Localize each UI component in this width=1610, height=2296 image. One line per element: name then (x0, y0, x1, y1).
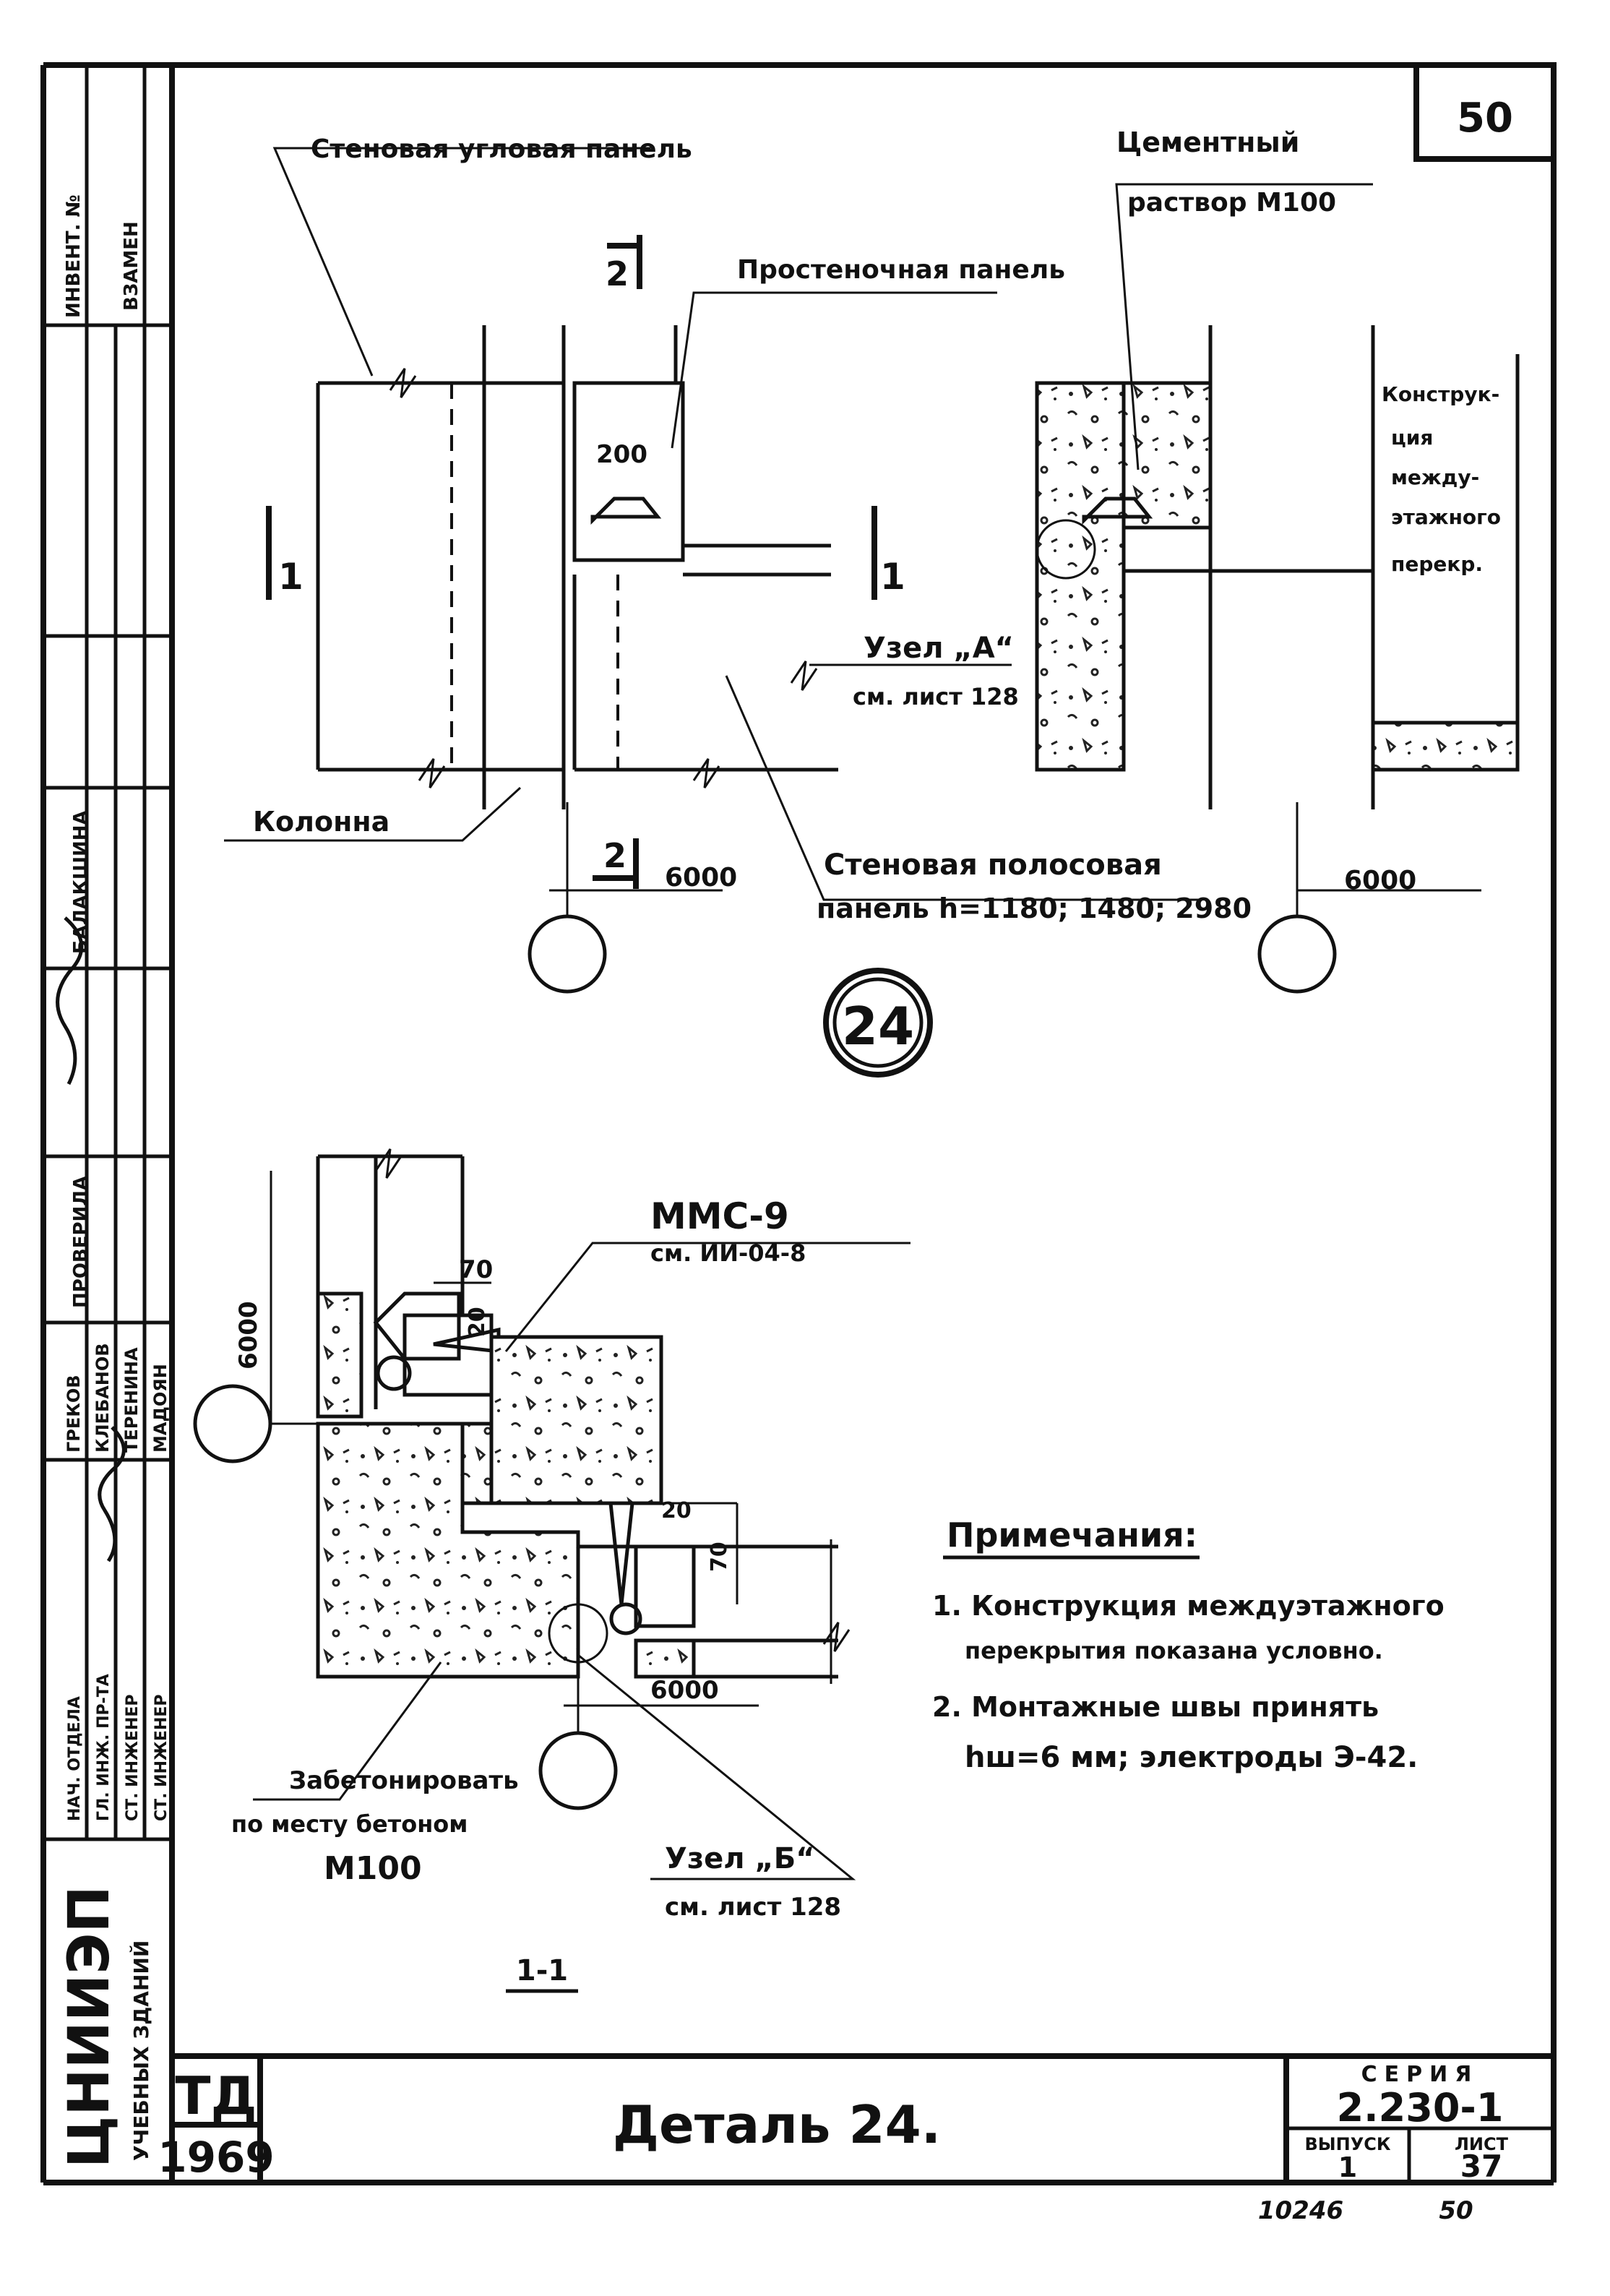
axis-6000-bottom: 6000 (650, 1676, 719, 1705)
issue-value: 1 (1338, 2151, 1357, 2183)
sheet-frame (169, 62, 1557, 2185)
strip-panel-label-2: панель h=1180; 1480; 2980 (817, 893, 1252, 924)
name-3: ТЕРЕНИНА (121, 1347, 142, 1453)
title-block: ТД 1969 Деталь 24. СЕРИЯ 2.230-1 ВЫПУСК … (158, 2053, 1554, 2184)
note-1a: 1. Конструкция междуэтажного (932, 1590, 1445, 1622)
dim-6000-right: 6000 (1344, 866, 1416, 895)
mms-ref: см. ИИ-04-8 (650, 1239, 806, 1267)
dim-20-right: 20 (661, 1498, 692, 1523)
sheet-title: Деталь 24. (613, 2094, 941, 2155)
floor-label-2: ция (1391, 426, 1433, 450)
institute-sub: УЧЕБНЫХ ЗДАНИЙ (129, 1940, 153, 2161)
role-1: НАЧ. ОТДЕЛА (66, 1696, 84, 1821)
note-2b: hш=6 мм; электроды Э-42. (965, 1741, 1418, 1774)
mms-label: ММС-9 (650, 1195, 789, 1237)
series-value: 2.230-1 (1337, 2085, 1504, 2131)
sheet-value: 37 (1460, 2149, 1502, 2184)
side-stamp: ИНВЕНТ. № ВЗАМЕН БАЛАКШИНА ПРОВЕРИЛА НАЧ… (40, 62, 172, 2185)
cut-2-top: 2 (606, 254, 629, 293)
column-label: Колонна (253, 806, 389, 838)
dim-200: 200 (596, 440, 647, 469)
stamp-td: ТД (175, 2065, 257, 2126)
name-2: КЛЕБАНОВ (92, 1343, 113, 1453)
detail-number-marker: 24 (823, 968, 933, 1078)
footer-left: 10246 (1258, 2196, 1343, 2225)
mortar-label-1: Цементный (1116, 126, 1299, 158)
node-a-label: Узел „А“ (864, 632, 1014, 665)
floor-label-4: этажного (1391, 505, 1501, 529)
note-1b: перекрытия показана условно. (965, 1637, 1383, 1664)
dim-70-top: 70 (459, 1255, 493, 1284)
cut-1-left: 1 (278, 556, 304, 598)
page-number-box: 50 (1413, 62, 1557, 162)
concrete-label-3: М100 (324, 1850, 422, 1887)
page-number: 50 (1457, 95, 1513, 142)
plan-left (224, 147, 1200, 994)
series-label: СЕРИЯ (1361, 2062, 1479, 2087)
footer-right: 50 (1439, 2196, 1473, 2225)
dim-6000-left: 6000 (665, 863, 737, 893)
section-caption: 1-1 (506, 1954, 578, 1993)
floor-label-5: перекр. (1391, 552, 1483, 576)
role-4: СТ. ИНЖЕНЕР (152, 1694, 171, 1821)
cut-1-right: 1 (880, 556, 905, 598)
stamp-year: 1969 (158, 2133, 274, 2182)
signature-scribble (56, 916, 84, 1085)
sheet-label: ЛИСТ (1455, 2134, 1509, 2154)
floor-label-1: Конструк- (1382, 382, 1499, 406)
corner-panel-label: Стеновая угловая панель (311, 134, 692, 164)
section-label: 1-1 (516, 1954, 568, 1987)
role-2: ГЛ. ИНЖ. ПР-ТА (95, 1674, 113, 1821)
institute-name: ЦНИИЭП (57, 1886, 122, 2168)
vzamen-label: ВЗАМЕН (121, 221, 142, 311)
signature-scribble-2 (98, 1426, 126, 1562)
mortar-label-2: раствор М100 (1127, 188, 1336, 218)
node-b-ref: см. лист 128 (665, 1893, 841, 1922)
dim-70-right: 70 (707, 1542, 732, 1572)
checked-name: БАЛАКШИНА (70, 810, 92, 954)
node-b-label: Узел „Б“ (665, 1842, 815, 1875)
concrete-label-2: по месту бетоном (231, 1810, 468, 1838)
pier-panel-label: Простеночная панель (737, 255, 1065, 285)
section-1-1 (193, 1148, 911, 1880)
notes: Примечания: 1. Конструкция междуэтажного… (932, 1515, 1445, 1774)
issue-label: ВЫПУСК (1305, 2134, 1391, 2154)
concrete-label-1: Забетонировать (289, 1766, 519, 1795)
inv-no-label: ИНВЕНТ. № (63, 194, 85, 318)
dim-20-top: 20 (465, 1307, 490, 1337)
floor-label-3: между- (1391, 465, 1479, 489)
strip-panel-label-1: Стеновая полосовая (824, 848, 1162, 882)
checked-role: ПРОВЕРИЛА (70, 1176, 92, 1308)
axis-6000-left: 6000 (234, 1301, 263, 1370)
cut-2-bottom: 2 (603, 836, 627, 875)
node-a-ref: см. лист 128 (853, 683, 1019, 710)
name-1: ГРЕКОВ (64, 1375, 84, 1453)
role-3: СТ. ИНЖЕНЕР (124, 1694, 142, 1821)
plan-right (1035, 183, 1520, 994)
notes-heading: Примечания: (947, 1515, 1197, 1555)
name-4: МАДОЯН (150, 1364, 171, 1453)
note-2a: 2. Монтажные швы принять (932, 1691, 1379, 1723)
detail-number: 24 (842, 996, 914, 1057)
